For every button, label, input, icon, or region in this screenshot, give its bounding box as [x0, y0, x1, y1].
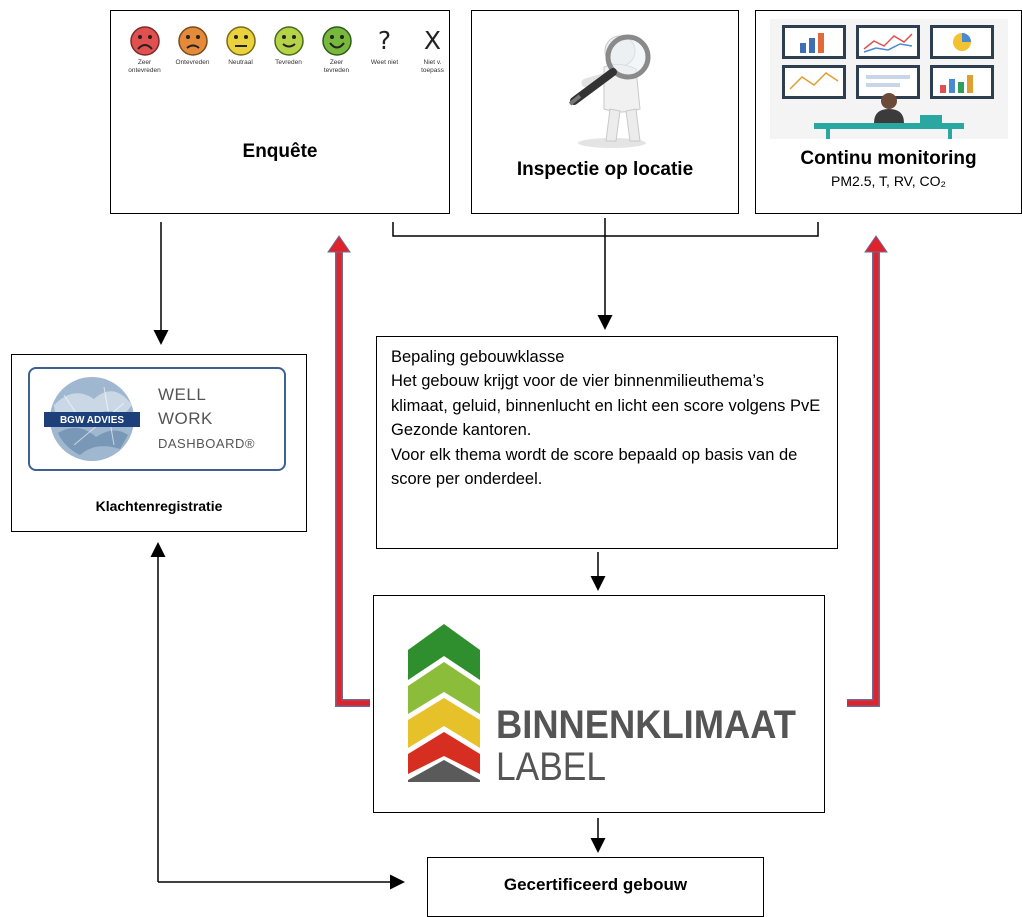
classification-text: Het gebouw krijgt voor de vier binnenmil… — [391, 372, 821, 440]
certified-building-box: Gecertificeerd gebouw — [427, 857, 764, 917]
binnenklimaat-label-logo: BINNENKLIMAAT LABEL — [408, 624, 796, 789]
survey-title: Enquête — [242, 141, 318, 162]
feedback-arrow-right — [847, 235, 888, 707]
logo-badge-text: BGW ADVIES — [60, 415, 124, 426]
inspection-box: Inspectie op locatie — [471, 10, 739, 214]
survey-box: Zeer ontevreden Ontevreden Neutraal — [110, 10, 450, 214]
well-work-dashboard-logo: BGW ADVIES WELL WORK DASHBOARD® — [28, 367, 286, 471]
feedback-arrow-left — [327, 235, 370, 707]
option-label: Neutraal — [228, 59, 253, 66]
indoor-climate-label-box: BINNENKLIMAAT LABEL — [373, 595, 825, 813]
certified-building-title: Gecertificeerd gebouw — [503, 875, 688, 894]
neutral-smiley-icon — [225, 26, 256, 56]
option-very-satisfied: Zeer tevreden — [317, 25, 356, 74]
option-dont-know: ? Weet niet — [365, 25, 404, 74]
satisfied-smiley-icon — [273, 26, 304, 56]
monitoring-wall-icon — [770, 19, 1008, 139]
monitoring-parameters: PM2.5, T, RV, CO₂ — [831, 173, 946, 189]
option-label: Weet niet — [370, 59, 399, 66]
option-not-applicable: X Niet v. toepass — [413, 25, 452, 74]
option-label: Zeer tevreden — [323, 59, 350, 74]
magnifier-person-icon — [568, 34, 651, 148]
very-dissatisfied-smiley-icon — [129, 26, 160, 56]
logo-text-line1: WELL — [158, 385, 207, 404]
option-label: Ontevreden — [175, 59, 210, 66]
classification-heading: Bepaling gebouwklasse — [391, 348, 565, 366]
dissatisfied-smiley-icon — [177, 26, 208, 56]
question-mark-icon: ? — [377, 26, 392, 55]
option-satisfied: Tevreden — [269, 25, 308, 74]
smiley-scale: Zeer ontevreden Ontevreden Neutraal — [125, 25, 452, 74]
option-label: Tevreden — [275, 59, 302, 66]
monitoring-title: Continu monitoring — [800, 148, 977, 169]
globe-logo-icon: BGW ADVIES — [44, 377, 140, 461]
label-logo-line1: BINNENKLIMAAT — [496, 703, 796, 747]
logo-text-line2: WORK — [158, 409, 213, 428]
x-mark-icon: X — [423, 26, 442, 55]
very-satisfied-smiley-icon — [321, 26, 352, 56]
classification-box: Bepaling gebouwklasse Het gebouw krijgt … — [376, 336, 838, 549]
option-dissatisfied: Ontevreden — [173, 25, 212, 74]
classification-text: Voor elk thema wordt de score bepaald op… — [391, 445, 798, 489]
inspection-title: Inspectie op locatie — [516, 159, 694, 180]
option-label: Zeer ontevreden — [128, 59, 161, 74]
dashboard-box: BGW ADVIES WELL WORK DASHBOARD® Klachten… — [11, 354, 307, 532]
option-very-dissatisfied: Zeer ontevreden — [125, 25, 164, 74]
option-label: Niet v. toepass — [421, 59, 444, 74]
monitoring-box: Continu monitoring PM2.5, T, RV, CO₂ — [755, 10, 1022, 214]
label-logo-line2: LABEL — [496, 745, 606, 789]
complaints-registration-label: Klachtenregistratie — [95, 498, 223, 514]
logo-text-line3: DASHBOARD® — [158, 436, 255, 451]
option-neutral: Neutraal — [221, 25, 260, 74]
